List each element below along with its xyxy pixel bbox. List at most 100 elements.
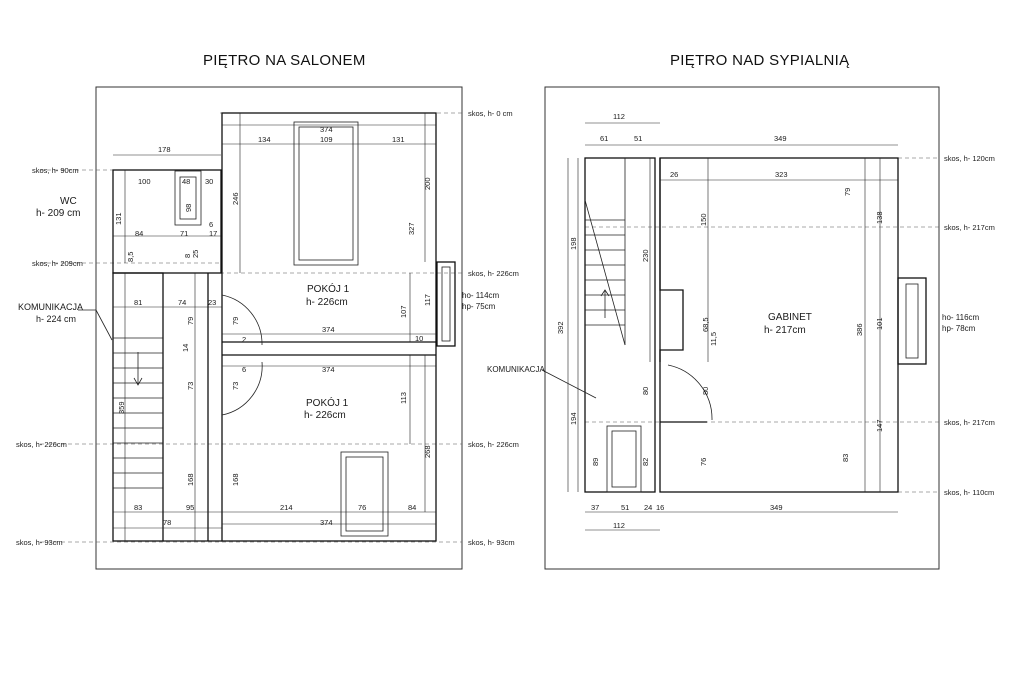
- svg-text:37: 37: [591, 503, 599, 512]
- svg-text:214: 214: [280, 503, 293, 512]
- svg-text:71: 71: [180, 229, 188, 238]
- svg-text:79: 79: [186, 317, 195, 325]
- svg-text:168: 168: [231, 473, 240, 486]
- right-dimensions: 112 61 51 349 26 323 79 138 150 230 198 …: [556, 112, 884, 530]
- gabinet-height-label: h- 217cm: [764, 325, 806, 336]
- door-swing-upper: [221, 294, 263, 346]
- svg-text:48: 48: [182, 177, 190, 186]
- svg-text:113: 113: [399, 392, 408, 404]
- corridor-walls: [112, 272, 164, 542]
- level-skos-226-left: skos, h- 226cm: [16, 440, 67, 449]
- pokoj-upper-height: h- 226cm: [306, 297, 348, 308]
- pokoj-lower-label: POKÓJ 1: [306, 396, 349, 409]
- svg-text:95: 95: [186, 503, 194, 512]
- svg-text:178: 178: [158, 145, 171, 154]
- gabinet-door-swing: [667, 364, 713, 421]
- svg-text:84: 84: [408, 503, 416, 512]
- svg-text:349: 349: [774, 134, 787, 143]
- svg-text:268: 268: [423, 445, 432, 458]
- right-sheet-frame: [544, 86, 940, 570]
- svg-text:11,5: 11,5: [709, 332, 718, 346]
- svg-text:30: 30: [205, 177, 213, 186]
- svg-text:168: 168: [186, 473, 195, 486]
- svg-text:101: 101: [875, 317, 884, 330]
- right-dormer-window: [897, 277, 927, 365]
- rooms-walls: [221, 112, 437, 542]
- level-skos-93-left: skos, h- 93cm: [16, 538, 63, 547]
- left-dormer-window: [436, 261, 456, 347]
- svg-text:73: 73: [186, 382, 195, 390]
- svg-text:374: 374: [322, 325, 335, 334]
- svg-text:84: 84: [135, 229, 143, 238]
- level-skos-0: skos, h- 0 cm: [468, 109, 513, 118]
- left-plan-title: PIĘTRO NA SALONEM: [203, 52, 366, 69]
- wc-height-label: h- 209 cm: [36, 208, 80, 219]
- svg-text:82: 82: [641, 458, 650, 466]
- svg-text:76: 76: [358, 503, 366, 512]
- right-skylight: [606, 425, 642, 493]
- svg-text:327: 327: [407, 222, 416, 235]
- wc-fixture: [174, 170, 202, 226]
- svg-text:112: 112: [613, 521, 625, 530]
- svg-text:147: 147: [875, 419, 884, 432]
- svg-text:230: 230: [641, 249, 650, 262]
- svg-text:359: 359: [117, 401, 126, 414]
- svg-text:61: 61: [600, 134, 608, 143]
- svg-text:150: 150: [699, 213, 708, 226]
- svg-text:24: 24: [644, 503, 652, 512]
- svg-text:374: 374: [320, 125, 333, 134]
- komunikacja-right-label: KOMUNIKACJA: [487, 365, 545, 374]
- level-skos-110: skos, h- 110cm: [944, 488, 994, 497]
- svg-text:73: 73: [231, 382, 240, 390]
- gabinet-label: GABINET: [768, 312, 812, 323]
- svg-text:79: 79: [231, 317, 240, 325]
- svg-text:109: 109: [320, 135, 333, 144]
- right-window-hp: hp- 78cm: [942, 324, 976, 333]
- svg-text:80: 80: [641, 387, 650, 395]
- svg-text:200: 200: [423, 177, 432, 190]
- svg-text:25: 25: [191, 250, 200, 258]
- left-window-hp: hp- 75cm: [462, 302, 496, 311]
- svg-text:112: 112: [613, 112, 625, 121]
- svg-text:246: 246: [231, 192, 240, 205]
- level-skos-90: skos, h- 90cm: [32, 166, 79, 175]
- svg-text:386: 386: [855, 323, 864, 336]
- right-plan-title: PIĘTRO NAD SYPIALNIĄ: [670, 52, 850, 69]
- door-swing-lower: [221, 361, 263, 416]
- svg-text:68,5: 68,5: [701, 317, 710, 332]
- pokoj-lower-height: h- 226cm: [304, 410, 346, 421]
- svg-text:6: 6: [242, 365, 246, 374]
- svg-text:51: 51: [634, 134, 642, 143]
- komunikacja-left-label: KOMUNIKACJA: [18, 302, 83, 312]
- svg-text:117: 117: [423, 294, 432, 306]
- svg-text:198: 198: [569, 237, 578, 250]
- svg-text:349: 349: [770, 503, 783, 512]
- right-window-ho: ho- 116cm: [942, 313, 980, 322]
- svg-text:10: 10: [415, 334, 423, 343]
- svg-text:89: 89: [591, 458, 600, 466]
- svg-text:17: 17: [209, 229, 217, 238]
- svg-text:14: 14: [181, 344, 190, 352]
- svg-text:23: 23: [208, 298, 216, 307]
- svg-text:131: 131: [392, 135, 405, 144]
- skylight-top: [293, 121, 359, 266]
- svg-text:83: 83: [134, 503, 142, 512]
- svg-text:98: 98: [184, 204, 193, 212]
- svg-text:374: 374: [322, 365, 335, 374]
- level-skos-120: skos, h- 120cm: [944, 154, 995, 163]
- komunikacja-left-height: h- 224 cm: [36, 314, 76, 324]
- level-skos-226-right: skos, h- 226cm: [468, 440, 519, 449]
- svg-text:323: 323: [775, 170, 788, 179]
- level-skos-93-right: skos, h- 93cm: [468, 538, 515, 547]
- svg-text:194: 194: [569, 412, 578, 425]
- svg-text:81: 81: [134, 298, 142, 307]
- svg-text:138: 138: [875, 211, 884, 224]
- svg-text:392: 392: [556, 321, 565, 334]
- svg-text:16: 16: [656, 503, 664, 512]
- right-floor-plan: [544, 86, 940, 570]
- wc-walls: [112, 169, 222, 274]
- svg-text:78: 78: [163, 518, 171, 527]
- level-skos-209: skos, h- 209cm: [32, 259, 83, 268]
- svg-text:83: 83: [841, 454, 850, 462]
